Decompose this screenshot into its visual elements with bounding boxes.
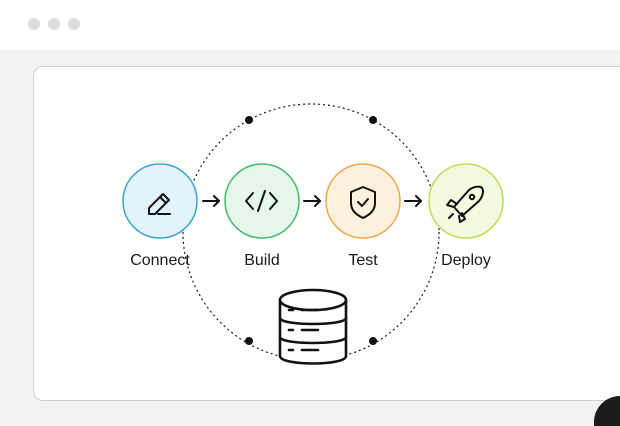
orbit-dot bbox=[369, 116, 377, 124]
step-label-deploy: Deploy bbox=[441, 252, 491, 269]
step-label-build: Build bbox=[244, 252, 280, 269]
step-circle-connect bbox=[122, 163, 198, 239]
arrow-icon bbox=[202, 195, 220, 207]
shield-check-icon bbox=[350, 186, 376, 219]
orbit-dot bbox=[245, 337, 253, 345]
window-control-dot[interactable] bbox=[68, 18, 80, 30]
step-label-connect: Connect bbox=[130, 252, 190, 269]
step-label-test: Test bbox=[348, 252, 378, 269]
code-icon bbox=[245, 190, 278, 212]
arrow-icon bbox=[404, 195, 422, 207]
window-control-dot[interactable] bbox=[28, 18, 40, 30]
pencil-icon bbox=[148, 193, 171, 215]
window-titlebar bbox=[0, 0, 620, 50]
window-control-dot[interactable] bbox=[48, 18, 60, 30]
step-circle-test bbox=[325, 163, 401, 239]
database-icon bbox=[278, 288, 348, 365]
orbit-dot bbox=[245, 116, 253, 124]
orbit-dot bbox=[369, 337, 377, 345]
arrow-icon bbox=[303, 195, 321, 207]
rocket-icon bbox=[446, 185, 484, 223]
step-circle-deploy bbox=[428, 163, 504, 239]
